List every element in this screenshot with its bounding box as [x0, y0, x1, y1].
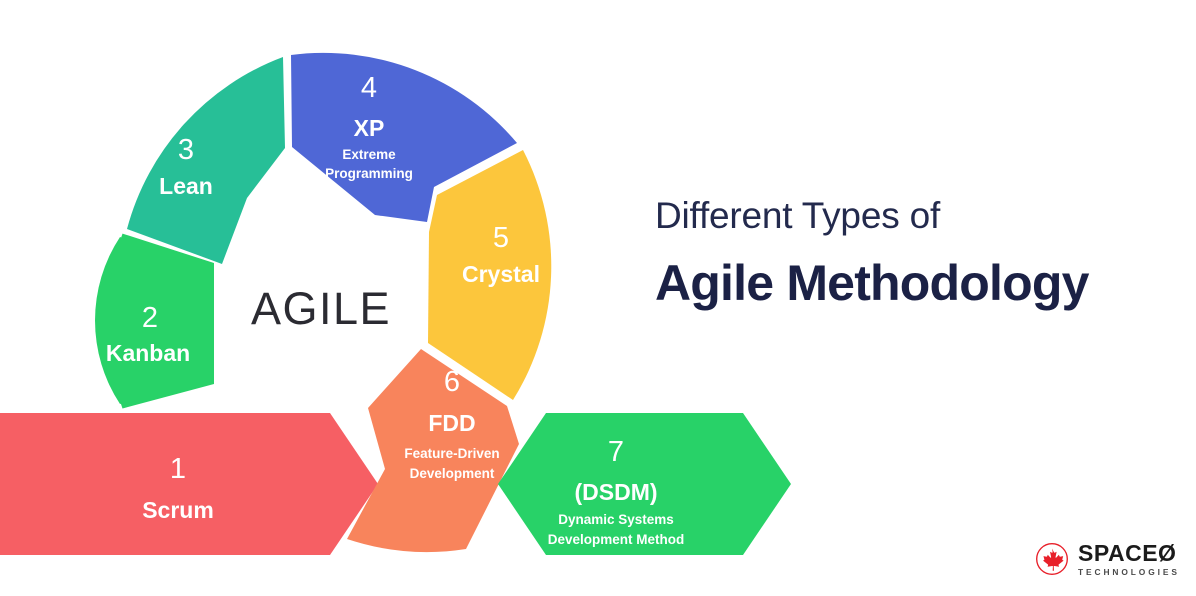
- segment-scrum-label: Scrum: [142, 497, 214, 523]
- segment-dsdm-shape: [498, 413, 791, 555]
- segment-kanban-arc: [106, 233, 214, 409]
- segment-dsdm-subtitle-line1: Dynamic Systems: [558, 512, 674, 527]
- segment-xp[interactable]: 4 XP Extreme Programming: [291, 52, 517, 223]
- segment-dsdm-label: (DSDM): [574, 479, 657, 505]
- segment-xp-shape: [291, 52, 517, 223]
- segment-fdd-number: 6: [444, 366, 460, 398]
- segment-kanban-number: 2: [142, 302, 158, 334]
- segment-scrum[interactable]: 1 Scrum: [0, 413, 378, 555]
- segment-fdd-subtitle-line2: Development: [410, 466, 495, 481]
- segment-dsdm-subtitle-line2: Development Method: [548, 532, 685, 547]
- title-block: Different Types of Agile Methodology: [655, 195, 1185, 312]
- logo-tagline: TECHNOLOGIES: [1078, 567, 1180, 577]
- segment-fdd-shape: [347, 349, 519, 553]
- logo-o-slash-glyph: Ø: [1158, 540, 1177, 566]
- segment-xp-label: XP: [354, 115, 385, 141]
- segment-scrum-number: 1: [170, 453, 186, 485]
- segment-fdd-label: FDD: [428, 410, 475, 436]
- maple-leaf-icon: [1036, 543, 1068, 576]
- segment-dsdm[interactable]: 7 (DSDM) Dynamic Systems Development Met…: [498, 413, 791, 555]
- segment-dsdm-number: 7: [608, 436, 624, 468]
- segment-xp-number: 4: [361, 72, 377, 104]
- segment-crystal[interactable]: 5 Crystal: [428, 150, 552, 400]
- segment-kanban-label: Kanban: [106, 340, 190, 366]
- segment-lean-number: 3: [178, 134, 194, 166]
- segment-lean[interactable]: 3 Lean: [127, 57, 285, 264]
- logo-word-space: SPACE: [1078, 540, 1159, 566]
- segment-lean-shape: [127, 57, 285, 264]
- segment-fdd[interactable]: 6 FDD Feature-Driven Development: [347, 349, 519, 553]
- page-title: Agile Methodology: [655, 254, 1089, 311]
- title-line-1: Different Types of: [655, 195, 941, 236]
- agile-center-hub: AGILE: [221, 208, 421, 408]
- segment-kanban[interactable]: 2 Kanban: [95, 233, 214, 409]
- segment-crystal-number: 5: [493, 222, 509, 254]
- center-circle: [221, 208, 421, 408]
- segment-lean-label: Lean: [159, 173, 213, 199]
- center-label: AGILE: [251, 283, 391, 334]
- segment-xp-subtitle-line2: Programming: [325, 166, 413, 181]
- agile-wheel-diagram: 1 Scrum 2 Kanban 3 Lean 4 XP Extreme Pro…: [0, 52, 791, 555]
- segment-scrum-shape: [0, 413, 378, 555]
- segment-crystal-shape: [428, 150, 552, 400]
- segment-crystal-label: Crystal: [462, 261, 540, 287]
- segment-fdd-subtitle-line1: Feature-Driven: [404, 446, 499, 461]
- segment-xp-subtitle-line1: Extreme: [342, 147, 396, 162]
